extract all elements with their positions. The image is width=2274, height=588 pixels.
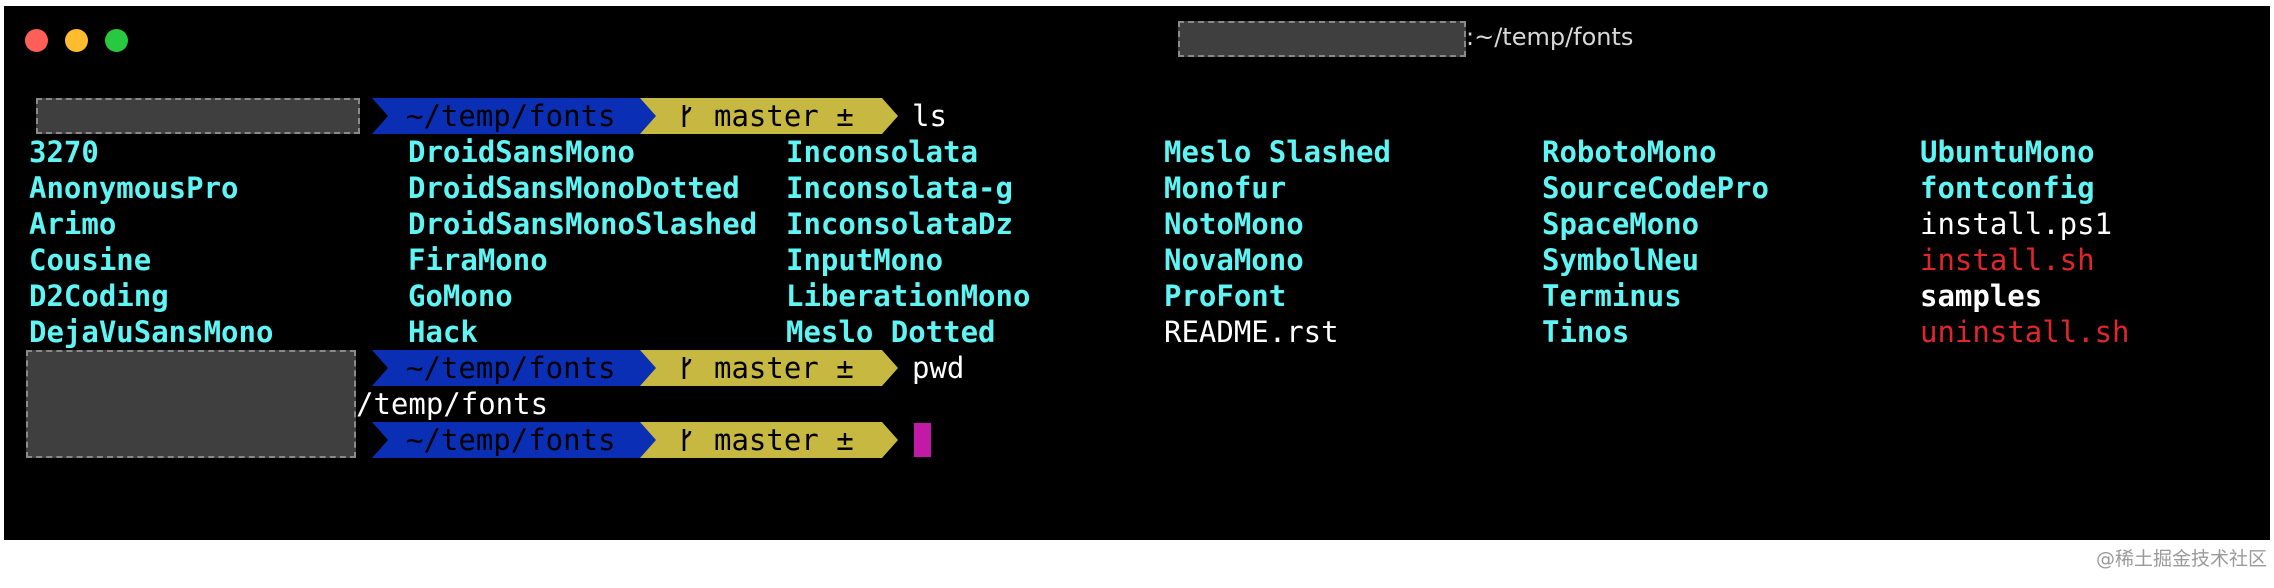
list-item: samples bbox=[1920, 279, 2043, 313]
list-item: DroidSansMonoDotted bbox=[408, 171, 740, 205]
prompt-line-pwd: ~/temp/fonts master ± pwd bbox=[4, 350, 2270, 386]
minimize-button[interactable] bbox=[65, 29, 88, 52]
close-button[interactable] bbox=[25, 29, 48, 52]
list-item: Hack bbox=[408, 315, 478, 349]
list-item: Cousine bbox=[29, 243, 152, 277]
list-item: DroidSansMonoSlashed bbox=[408, 207, 758, 241]
list-item: DejaVuSansMono bbox=[29, 315, 274, 349]
command-text: pwd bbox=[912, 351, 965, 385]
list-item: InconsolataDz bbox=[786, 207, 1013, 241]
list-item: FiraMono bbox=[408, 243, 548, 277]
prompt-line-ls: ~/temp/fonts master ± ls bbox=[4, 98, 2270, 134]
git-branch-icon bbox=[682, 105, 692, 127]
list-item: Terminus bbox=[1542, 279, 1682, 313]
redacted-hostname bbox=[1178, 21, 1466, 57]
list-item: D2Coding bbox=[29, 279, 169, 313]
list-item: fontconfig bbox=[1920, 171, 2095, 205]
prompt-path-segment bbox=[372, 350, 664, 386]
text-cursor[interactable] bbox=[914, 423, 931, 457]
zoom-button[interactable] bbox=[105, 29, 128, 52]
prompt-path-segment bbox=[372, 422, 664, 458]
terminal-window: :~/temp/fonts ~/temp/fonts master ± ls 3… bbox=[4, 6, 2270, 540]
list-item: SymbolNeu bbox=[1542, 243, 1700, 277]
git-branch-icon bbox=[682, 429, 692, 451]
list-item: NotoMono bbox=[1164, 207, 1304, 241]
list-item: install.ps1 bbox=[1920, 207, 2113, 241]
list-item: RobotoMono bbox=[1542, 135, 1717, 169]
list-item: DroidSansMono bbox=[408, 135, 635, 169]
list-item: GoMono bbox=[408, 279, 513, 313]
prompt-line-active: ~/temp/fonts master ± bbox=[4, 422, 2270, 458]
list-item: ProFont bbox=[1164, 279, 1287, 313]
list-item: Meslo Slashed bbox=[1164, 135, 1391, 169]
list-item: InputMono bbox=[786, 243, 944, 277]
list-item: LiberationMono bbox=[786, 279, 1031, 313]
list-item: SourceCodePro bbox=[1542, 171, 1769, 205]
git-branch-icon bbox=[682, 357, 692, 379]
list-item: Tinos bbox=[1542, 315, 1630, 349]
list-item: README.rst bbox=[1164, 315, 1339, 349]
window-title: :~/temp/fonts bbox=[1466, 23, 1634, 51]
command-text: ls bbox=[912, 99, 947, 133]
redacted-user-segment bbox=[36, 98, 360, 134]
list-item: Meslo Dotted bbox=[786, 315, 996, 349]
list-item: install.sh bbox=[1920, 243, 2095, 277]
list-item: SpaceMono bbox=[1542, 207, 1700, 241]
list-item: 3270 bbox=[29, 135, 99, 169]
list-item: UbuntuMono bbox=[1920, 135, 2095, 169]
prompt-path: ~/temp/fonts bbox=[406, 351, 616, 385]
prompt-path: ~/temp/fonts bbox=[406, 99, 616, 133]
list-item: Monofur bbox=[1164, 171, 1287, 205]
list-item: NovaMono bbox=[1164, 243, 1304, 277]
prompt-path-segment bbox=[372, 98, 664, 134]
prompt-branch: master ± bbox=[714, 423, 854, 457]
pwd-output: /temp/fonts bbox=[356, 387, 549, 421]
list-item: uninstall.sh bbox=[1920, 315, 2130, 349]
list-item: AnonymousPro bbox=[29, 171, 239, 205]
list-item: Inconsolata bbox=[786, 135, 979, 169]
prompt-branch: master ± bbox=[714, 99, 854, 133]
title-bar: :~/temp/fonts bbox=[4, 6, 2270, 76]
list-item: Arimo bbox=[29, 207, 117, 241]
prompt-branch: master ± bbox=[714, 351, 854, 385]
prompt-path: ~/temp/fonts bbox=[406, 423, 616, 457]
list-item: Inconsolata-g bbox=[786, 171, 1013, 205]
watermark: @稀土掘金技术社区 bbox=[2096, 548, 2268, 570]
redacted-user-block bbox=[26, 350, 356, 458]
